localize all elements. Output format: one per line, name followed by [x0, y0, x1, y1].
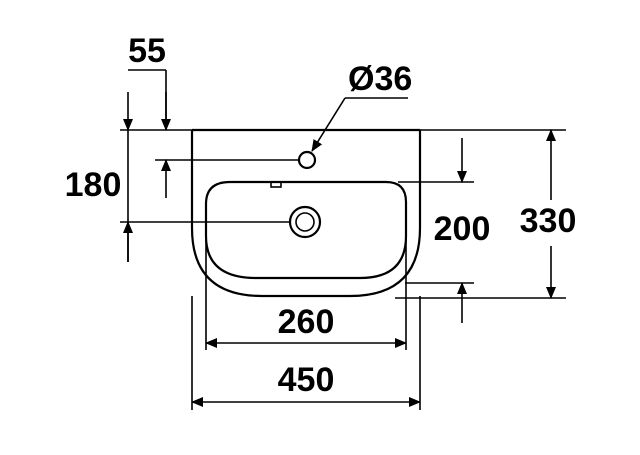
- label-hole-offset: 55: [128, 32, 166, 70]
- extension-lines: [120, 129, 566, 299]
- drain-hole: [288, 205, 322, 239]
- basin-outline: [190, 128, 422, 410]
- label-total-depth: 330: [520, 202, 577, 240]
- dimension-hole-offset: [123, 69, 171, 198]
- label-hole-depth: 180: [65, 166, 122, 204]
- label-total-width: 450: [278, 361, 335, 399]
- tap-hole: [297, 150, 317, 170]
- bowl: [204, 180, 408, 350]
- label-bowl-depth: 200: [434, 210, 491, 248]
- label-bowl-width: 260: [278, 303, 335, 341]
- label-hole-diameter: Ø36: [348, 60, 412, 98]
- leader-hole-diameter: [311, 97, 408, 152]
